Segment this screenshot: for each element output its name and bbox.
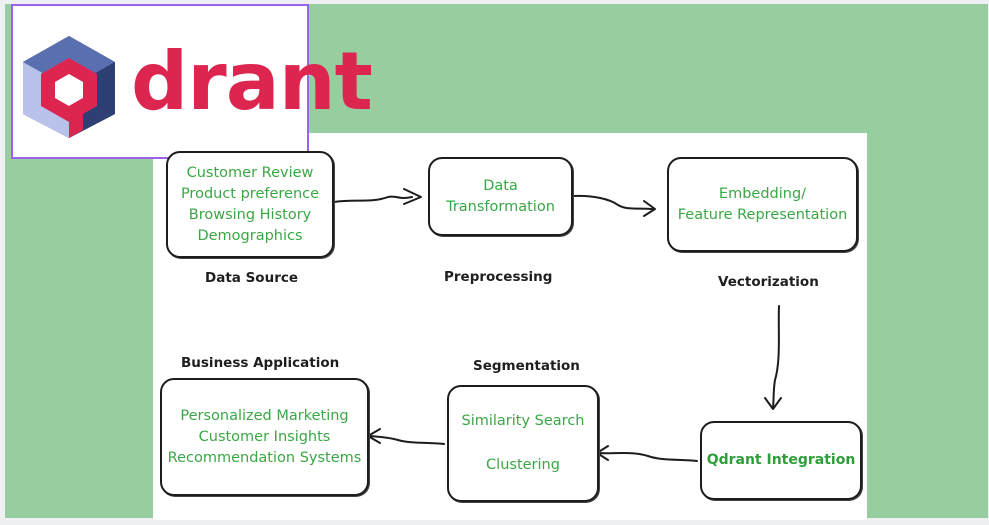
segmentation-label: Segmentation (473, 358, 580, 374)
arrow-qdrant-to-segmentation (596, 445, 698, 462)
data-source-item: Customer Review (186, 164, 314, 181)
segmentation-item: Similarity Search (461, 412, 585, 429)
vectorization-box: Embedding/ Feature Representation (667, 157, 858, 252)
data-source-label: Data Source (205, 270, 299, 286)
data-source-item: Demographics (197, 227, 303, 244)
arrow-preprocessing-to-vectorization (572, 194, 656, 217)
qdrant-integration-box: Qdrant Integration (700, 421, 862, 500)
qdrant-cube-icon (23, 36, 115, 138)
data-source-box: Customer Review Product preference Brows… (166, 151, 334, 258)
business-application-item: Personalized Marketing (180, 407, 349, 424)
business-application-label: Business Application (181, 355, 340, 371)
business-application-box: Personalized Marketing Customer Insights… (160, 378, 369, 496)
preprocessing-item: Data (483, 177, 518, 194)
arrow-segmentation-to-business (367, 428, 445, 445)
segmentation-item: Clustering (486, 457, 560, 474)
arrow-source-to-preprocessing (333, 188, 422, 205)
vectorization-label: Vectorization (718, 274, 819, 290)
data-source-item: Browsing History (188, 206, 312, 223)
data-source-item: Product preference (180, 185, 320, 202)
qdrant-integration-item: Qdrant Integration (706, 452, 856, 468)
business-application-item: Recommendation Systems (167, 449, 362, 466)
preprocessing-item: Transformation (446, 198, 555, 215)
segmentation-box: Similarity Search Clustering (447, 385, 599, 502)
preprocessing-label: Preprocessing (444, 269, 553, 285)
vectorization-item: Embedding/ (718, 185, 807, 202)
arrow-vectorization-to-qdrant (764, 305, 782, 410)
logo-wordmark: drant (131, 35, 373, 128)
qdrant-logo: drant (11, 4, 373, 159)
vectorization-item: Feature Representation (677, 206, 848, 223)
business-application-item: Customer Insights (198, 428, 331, 445)
preprocessing-box: Data Transformation (428, 157, 573, 236)
